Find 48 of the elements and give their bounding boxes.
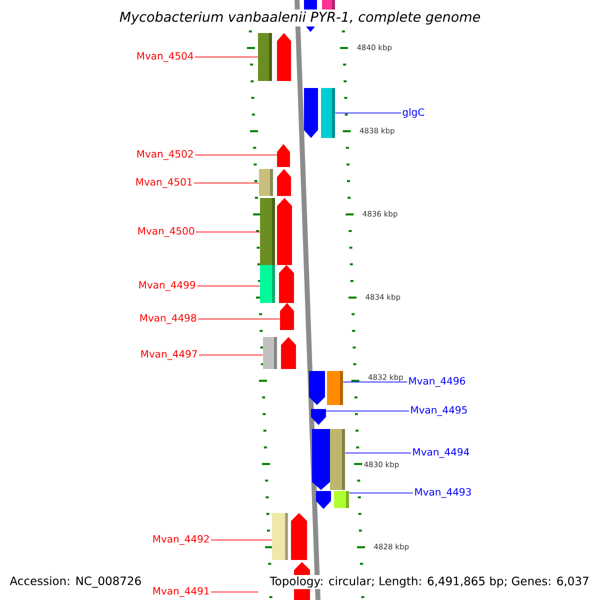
gene-label: Mvan_4499 [139, 281, 196, 291]
gene-label: Mvan_4500 [138, 227, 194, 237]
leader-line [198, 354, 264, 356]
leader-line [194, 56, 258, 58]
gene-feature [316, 491, 331, 509]
footer-text: Topology: circular; Length: 6,491,865 bp; Genes: 6,037 [268, 574, 591, 590]
gene-feature [330, 429, 345, 490]
gene-label: Mvan_4497 [141, 350, 197, 360]
gene-feature [279, 265, 294, 303]
gene-feature [277, 198, 292, 265]
gene-feature [260, 198, 275, 265]
gene-label: Mvan_4498 [140, 314, 196, 324]
leader-line [198, 318, 280, 320]
gene-feature [277, 169, 291, 196]
gene-label: Mvan_4495 [411, 406, 467, 416]
leader-line [194, 182, 260, 184]
gene-label: Mvan_4492 [153, 535, 209, 545]
gene-feature [327, 371, 343, 405]
leader-line [194, 154, 278, 156]
gene-label: Mvan_4501 [136, 178, 192, 188]
leader-line [334, 112, 402, 114]
gene-label: Mvan_4494 [413, 448, 470, 458]
gene-label: Mvan_4504 [137, 52, 194, 62]
gene-feature [311, 409, 326, 425]
gene-label: Mvan_4502 [137, 150, 193, 160]
gene-feature [304, 88, 318, 138]
gene-feature [258, 33, 272, 81]
gene-feature [277, 144, 290, 167]
gene-label: Mvan_4496 [409, 377, 466, 387]
gene-feature [291, 513, 307, 560]
gene-feature [309, 371, 325, 405]
gene-feature [277, 33, 291, 81]
leader-line [348, 492, 414, 494]
gene-feature [321, 88, 335, 138]
leader-line [344, 452, 412, 454]
gene-feature [281, 337, 296, 369]
leader-line [326, 410, 410, 412]
gene-feature [334, 491, 349, 508]
gene-label: Mvan_4493 [415, 488, 471, 498]
gene-feature [259, 169, 273, 196]
gene-feature [272, 513, 288, 560]
gene-feature [280, 303, 294, 330]
gene-feature [322, 0, 335, 10]
gene-label: glgC [402, 108, 424, 118]
footer-text: Accession: NC_008726 [8, 574, 144, 590]
gene-feature [260, 265, 275, 303]
gene-label: Mvan_4491 [153, 587, 209, 597]
gene-feature [263, 337, 277, 369]
